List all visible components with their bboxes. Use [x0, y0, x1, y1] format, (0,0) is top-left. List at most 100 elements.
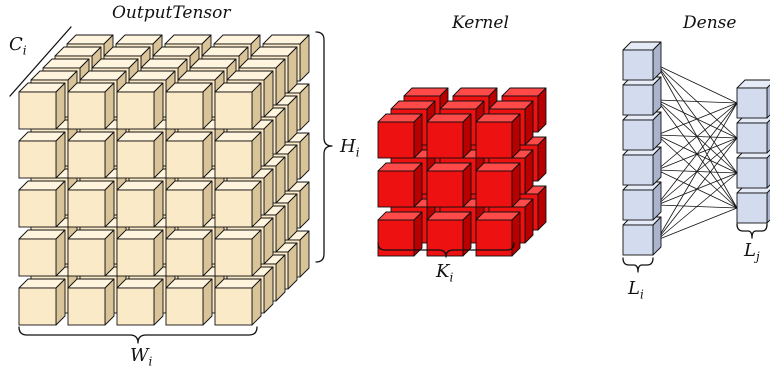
cube-front-face [214, 287, 253, 326]
dense-input-neuron [622, 76, 662, 116]
kernel-cube [377, 162, 423, 208]
kernel-label-sub: i [449, 270, 454, 285]
cube-front-face [165, 287, 204, 326]
output-tensor-cube [165, 131, 213, 179]
dense-input-neuron [622, 41, 662, 81]
dimension-braces [9, 26, 768, 344]
cube-side-face [524, 149, 534, 195]
output-tensor-cube [67, 131, 115, 179]
kernel-title: Kernel [452, 13, 509, 33]
cube-front-face [67, 91, 106, 130]
kernel-cube [475, 162, 521, 208]
cube-front-face [18, 287, 57, 326]
output-tensor-cube [18, 278, 66, 326]
channel-label-sub: i [22, 43, 27, 58]
cube-front-face [67, 287, 106, 326]
dense-connection-line [656, 172, 738, 241]
width-label-sub: i [148, 354, 153, 369]
cube-front-face [475, 121, 513, 159]
width-label-base: W [130, 345, 149, 366]
output-tensor-cube [165, 229, 213, 277]
cube-front-face [165, 189, 204, 228]
dense-output-neuron [736, 114, 770, 154]
dense-input-label-base: L [628, 278, 640, 299]
cube-front-face [116, 287, 155, 326]
cube-front-face [116, 238, 155, 277]
dense-connections [656, 64, 738, 241]
dense-input-neuron [622, 111, 662, 151]
cube-side-face [537, 87, 547, 133]
cube-front-face [214, 189, 253, 228]
dense-output-brace [736, 223, 768, 239]
cube-front-face [18, 189, 57, 228]
kernel-cube [377, 113, 423, 159]
output-tensor-cube [67, 180, 115, 228]
cube-side-face [462, 113, 472, 159]
cube-front-face [18, 91, 57, 130]
cube-side-face [462, 162, 472, 208]
cube-front-face [475, 170, 513, 208]
cube-front-face [736, 87, 768, 119]
cube-front-face [736, 122, 768, 154]
output-tensor-cube [214, 131, 262, 179]
dense-output-size-label: Lj [744, 242, 760, 263]
cube-side-face [524, 198, 534, 244]
cube-front-face [18, 140, 57, 179]
cube-front-face [116, 189, 155, 228]
output-tensor-cube [67, 229, 115, 277]
output-tensor-cube [116, 278, 164, 326]
dense-connection-line [656, 102, 738, 136]
dense-input-neuron [622, 181, 662, 221]
output-tensor-cube [18, 131, 66, 179]
dense-connection-line [656, 207, 738, 241]
cube-front-face [377, 170, 415, 208]
cube-front-face [622, 154, 654, 186]
dense-connection-line [656, 102, 738, 241]
kernel-brace [377, 242, 515, 258]
kernel-cube [475, 113, 521, 159]
output-tensor-cube [67, 278, 115, 326]
dense-output-label-sub: j [755, 249, 760, 264]
cube-front-face [165, 238, 204, 277]
kernel-cube-grid [377, 87, 547, 257]
cube-front-face [736, 192, 768, 224]
cube-front-face [67, 140, 106, 179]
kernel-label-base: K [436, 261, 450, 282]
output-tensor-cube [165, 82, 213, 130]
channel-label-base: C [9, 34, 23, 55]
cube-front-face [116, 91, 155, 130]
dense-output-neuron [736, 79, 770, 119]
dense-layer-diagram [622, 41, 770, 256]
dense-output-neuron [736, 149, 770, 189]
output-tensor-cube [214, 180, 262, 228]
dense-connection-line [656, 64, 738, 104]
dense-input-size-label: Li [628, 280, 644, 301]
output-tensor-cube [165, 180, 213, 228]
dense-connection-line [656, 102, 738, 206]
output-tensor-cube [165, 278, 213, 326]
cube-side-face [511, 113, 521, 159]
cube-front-face [426, 170, 464, 208]
cube-front-face [214, 91, 253, 130]
kernel-size-label: Ki [436, 263, 453, 284]
cube-front-face [165, 140, 204, 179]
cube-front-face [622, 84, 654, 116]
output-tensor-cube [214, 82, 262, 130]
dense-output-label-base: L [744, 240, 756, 261]
cube-top-face [736, 79, 770, 89]
dense-input-neuron [622, 216, 662, 256]
cube-front-face [622, 189, 654, 221]
kernel-cube [426, 113, 472, 159]
cube-front-face [622, 49, 654, 81]
output-tensor-cube [18, 229, 66, 277]
dense-connection-line [656, 102, 738, 171]
dense-input-label-sub: i [639, 287, 644, 302]
cube-side-face [511, 211, 521, 257]
cube-front-face [116, 140, 155, 179]
dense-connection-line [656, 137, 738, 241]
cube-side-face [413, 113, 423, 159]
dense-input-brace [622, 257, 654, 273]
output-tensor-cube [18, 82, 66, 130]
dense-input-neuron [622, 146, 662, 186]
